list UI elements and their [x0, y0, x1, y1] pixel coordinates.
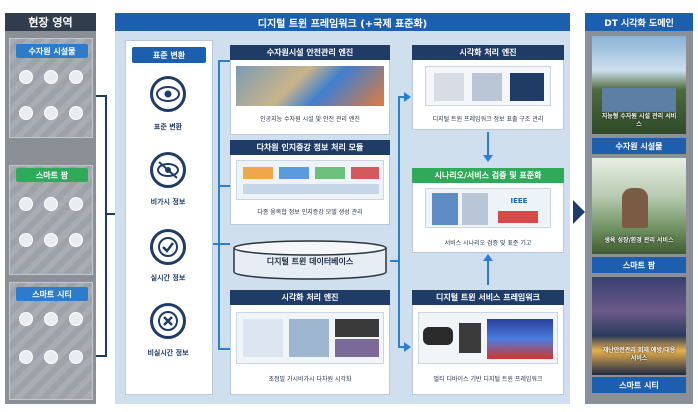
framework-title: 디지털 트윈 프레임워크 (+국제 표준화) [115, 13, 570, 31]
sensor-icon [44, 350, 58, 364]
standard-item-label: 실시간 정보 [150, 273, 186, 282]
visualization-engine-bottom-head: 시각화 처리 엔진 [230, 290, 390, 305]
sensor-icon [19, 350, 33, 364]
x-circle-icon [150, 303, 186, 339]
smart-city-domain-label: 스마트 시티 [592, 377, 686, 393]
standard-item-label: 비실시간 정보 [147, 348, 189, 357]
multi-device-image [418, 312, 558, 364]
water-facility-label: 수자원 시설물 [16, 44, 88, 58]
connector-line [219, 185, 230, 187]
connector-line [96, 95, 106, 97]
connector-line [105, 95, 107, 357]
database-label: 디지털 트윈 데이터베이스 [266, 256, 354, 266]
smart-city-caption: 재난안전관리 회재 예방/대응 서비스 [602, 347, 676, 362]
dt-domain-title: DT 시각화 도메인 [585, 13, 693, 31]
scenario-verification-caption: 서비스 시나리오 검증 및 표준 기고 [444, 239, 532, 247]
hidden-eye-icon [150, 152, 186, 188]
standard-conversion-head: 표준 변환 [132, 47, 206, 63]
service-framework-caption: 멀티 디바이스 기반 디지털 트윈 프레임워크 [433, 375, 543, 383]
water-facility-caption: 지능형 수자원 시설 관리 서비스 [601, 113, 677, 128]
sensor-icon [19, 233, 33, 247]
scenario-documents-image: IEEE [425, 188, 551, 228]
water-facility-photo [592, 36, 686, 134]
multidimensional-module-head: 다차원 인지증강 정보 처리 모듈 [230, 140, 390, 155]
standard-item-label: 비가시 정보 [150, 197, 186, 206]
connector-line [399, 346, 406, 348]
sensor-icon [69, 312, 83, 326]
sensor-icon [19, 312, 33, 326]
water-safety-engine-head: 수자원시설 안전관리 엔진 [230, 45, 390, 60]
arrow-head [404, 92, 411, 102]
sensor-icon [69, 350, 83, 364]
smart-city-label: 스마트 시티 [16, 287, 88, 301]
smart-farm-panel [9, 165, 93, 275]
field-area-title: 현장 영역 [5, 13, 96, 31]
arrow-head [483, 254, 493, 261]
connector-line [487, 257, 489, 285]
connector-line [390, 260, 399, 262]
sensor-icon [69, 197, 83, 211]
engine-visualization-image [236, 66, 384, 106]
sensor-icon [69, 106, 83, 120]
visualization-engine-top-head: 시각화 처리 엔진 [412, 45, 564, 60]
visualization-screens-image [236, 312, 384, 364]
digital-twin-database [230, 240, 390, 280]
service-framework-head: 디지털 트윈 서비스 프레임워크 [412, 290, 564, 305]
check-icon [150, 229, 186, 265]
smart-city-photo [592, 277, 686, 375]
smart-farm-domain-label: 스마트 팜 [592, 257, 686, 273]
smart-farm-photo [592, 158, 686, 254]
sensor-icon [19, 197, 33, 211]
connector-line [398, 96, 400, 348]
visualization-engine-bottom-caption: 초정밀 가시비가시 다차원 시각화 [268, 375, 352, 383]
sensor-icon [44, 312, 58, 326]
connector-line [218, 60, 220, 350]
sensor-icon [44, 106, 58, 120]
smart-farm-caption: 생육 성장/환경 관리 서비스 [604, 237, 674, 244]
connector-line [219, 60, 230, 62]
connector-line [399, 96, 406, 98]
connector-line [96, 355, 106, 357]
smart-city-panel [9, 282, 93, 400]
sensor-icon [19, 70, 33, 84]
connector-line [219, 348, 230, 350]
standard-item-label: 표준 변환 [153, 122, 183, 131]
connector-line [213, 243, 230, 245]
connector-line [487, 132, 489, 157]
structure-diagram-image [425, 66, 551, 106]
visualization-engine-top-caption: 디지털 트윈 프레임워크 정보 표출 구조 관리 [432, 115, 544, 123]
multidimensional-module-caption: 다종 융복합 정보 인지증강 모델 생성 관리 [257, 208, 363, 216]
eye-icon [150, 76, 186, 112]
sensor-icon [44, 233, 58, 247]
module-diagram-image [236, 160, 384, 200]
water-safety-engine-caption: 인공지능 수자원 시설 및 안전 관리 엔진 [260, 115, 360, 123]
arrow-head [404, 342, 411, 352]
sensor-icon [44, 70, 58, 84]
arrow-head [573, 200, 585, 224]
scenario-verification-head: 시나리오/서비스 검증 및 표준화 [412, 168, 564, 183]
arrow-head [483, 155, 493, 162]
sensor-icon [69, 233, 83, 247]
sensor-icon [19, 106, 33, 120]
ieee-logo: IEEE [510, 197, 528, 205]
smart-farm-label: 스마트 팜 [16, 168, 88, 182]
water-facility-domain-label: 수자원 시설물 [592, 138, 686, 154]
sensor-icon [69, 70, 83, 84]
sensor-icon [44, 197, 58, 211]
